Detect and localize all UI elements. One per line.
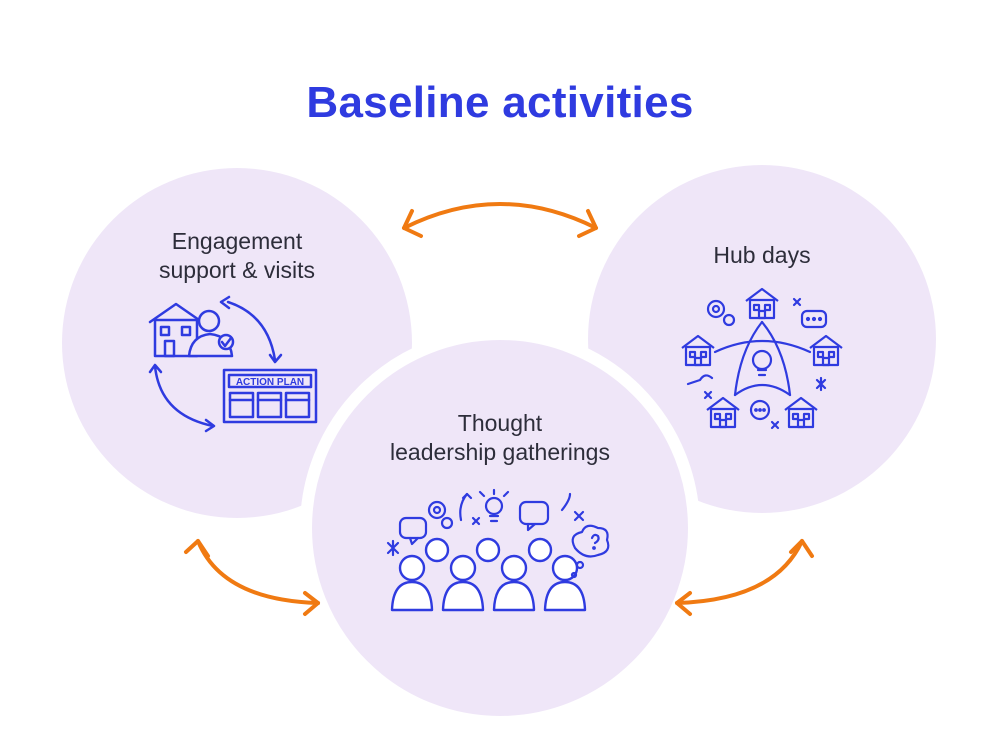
engagement-label: Engagement support & visits [112, 227, 362, 285]
thought-leadership-label-line1: Thought [457, 410, 543, 436]
top-double-arrow [402, 202, 598, 238]
thought-leadership-label: Thought leadership gatherings [340, 409, 660, 467]
engagement-label-line1: Engagement [171, 228, 303, 254]
hub-days-label: Hub days [612, 241, 912, 270]
bottom-right-double-arrow [675, 539, 814, 616]
bottom-left-double-arrow [184, 539, 320, 616]
thought-leadership-label-line2: leadership gatherings [390, 439, 610, 465]
page-title: Baseline activities [306, 78, 694, 127]
hub-days-label-line1: Hub days [713, 242, 811, 268]
engagement-label-line2: support & visits [159, 257, 315, 283]
action-plan-text: ACTION PLAN [236, 377, 304, 388]
